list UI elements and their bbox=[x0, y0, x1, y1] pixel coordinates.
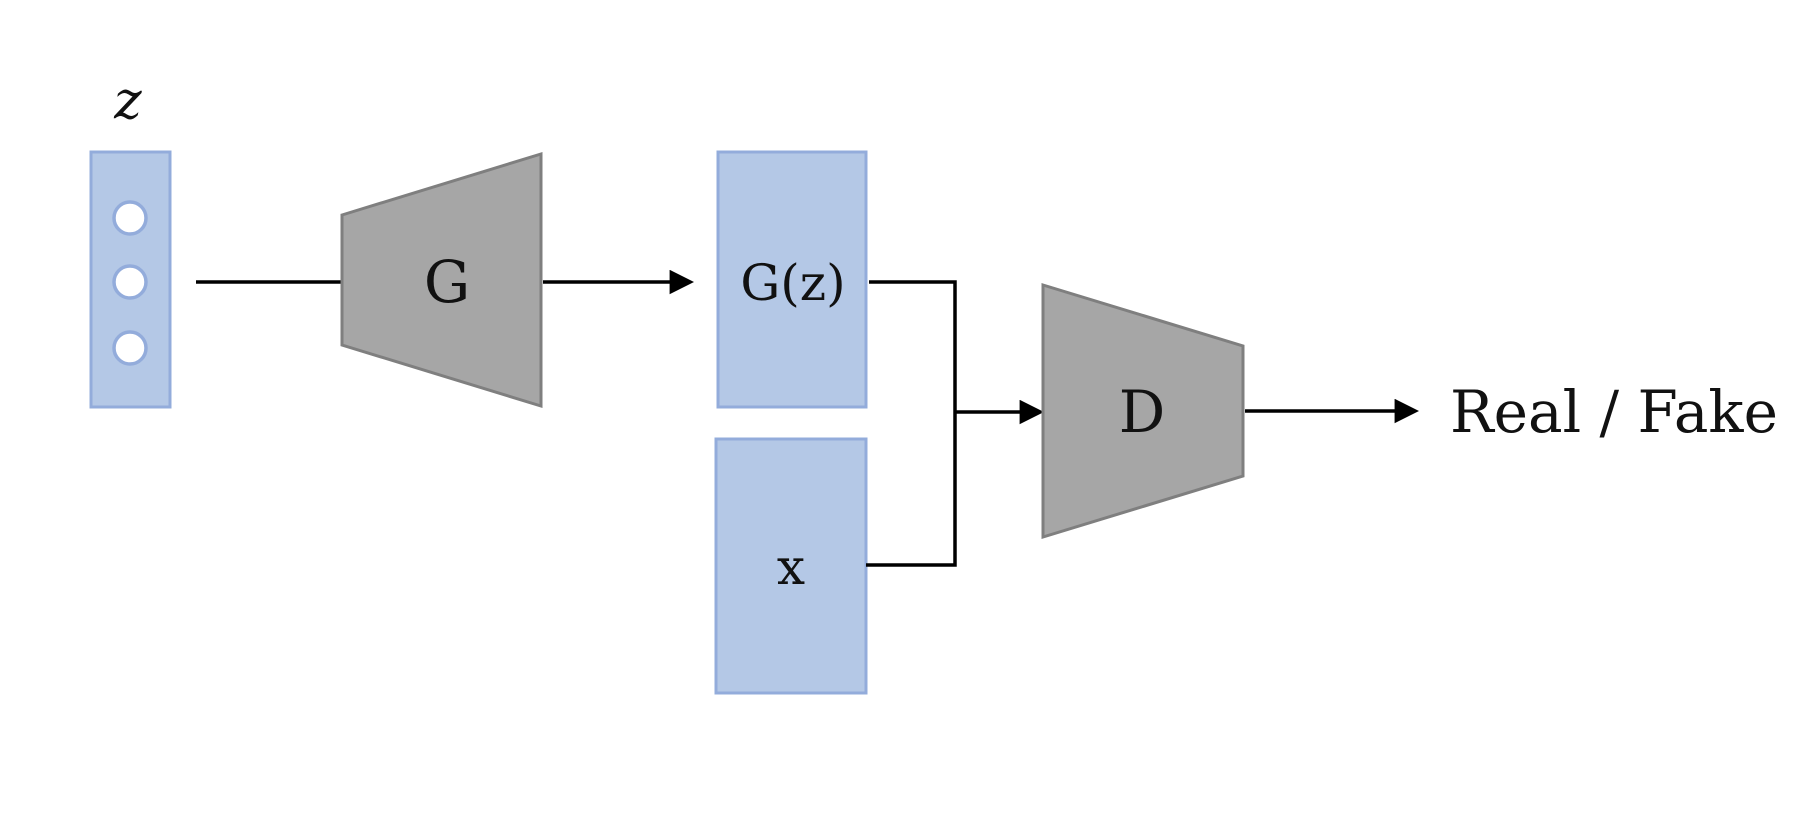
output-label: Real / Fake bbox=[1450, 378, 1778, 446]
generated-sample-box bbox=[716, 150, 868, 409]
discriminator-trapezoid bbox=[1041, 282, 1245, 540]
discriminator-label: D bbox=[1119, 378, 1166, 446]
generated-sample-label: G(z) bbox=[740, 254, 845, 312]
real-sample-label: x bbox=[777, 538, 805, 596]
real-to-merge-line bbox=[866, 412, 957, 567]
generated-to-merge-line bbox=[869, 280, 957, 412]
latent-node-2 bbox=[112, 264, 148, 300]
latent-label: z bbox=[113, 71, 142, 131]
latent-node-3 bbox=[112, 330, 148, 366]
generator-trapezoid bbox=[340, 151, 543, 409]
real-sample-box bbox=[714, 437, 868, 695]
latent-node-1 bbox=[112, 200, 148, 236]
generator-label: G bbox=[424, 248, 470, 316]
